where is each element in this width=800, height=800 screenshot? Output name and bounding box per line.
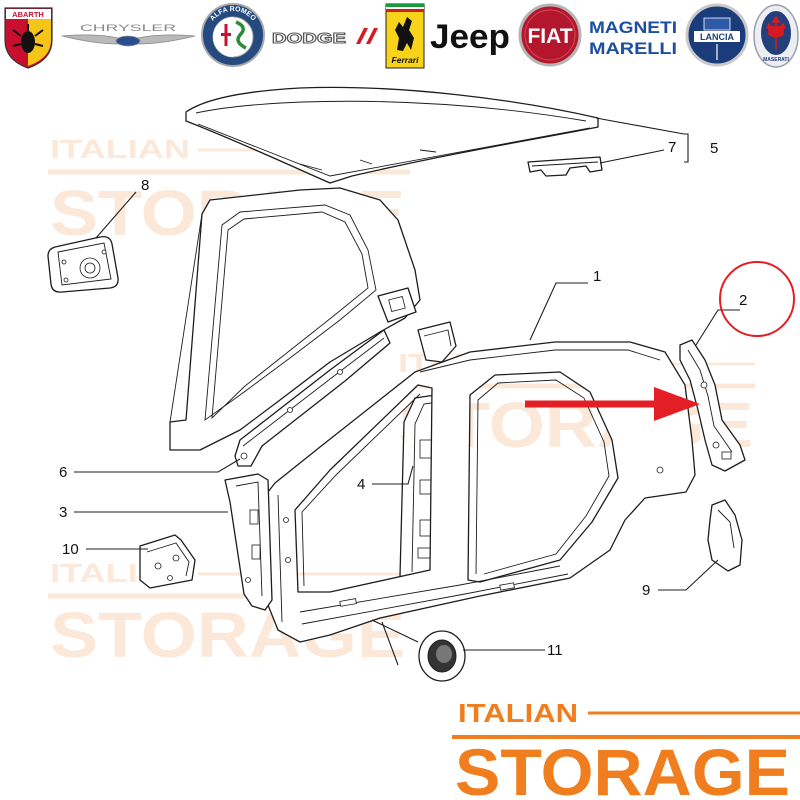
red-arrow-icon bbox=[525, 387, 700, 421]
body-side-outer-panel bbox=[265, 341, 696, 643]
callout-6: 6 bbox=[59, 464, 67, 481]
wheel-arch-cover bbox=[707, 499, 743, 572]
maserati-wordmark: MASERATI bbox=[763, 57, 789, 63]
scorpion-icon bbox=[21, 31, 35, 53]
callout-7: 7 bbox=[668, 139, 676, 156]
magneti-marelli-wordmark-line2: MARELLI bbox=[589, 39, 677, 58]
logo-line2: STORAGE bbox=[455, 735, 790, 800]
italian-storage-logo: ITALIAN STORAGE bbox=[452, 698, 800, 800]
chrysler-logo: CHRYSLER bbox=[61, 23, 196, 47]
callout-10: 10 bbox=[62, 541, 79, 558]
serpent-icon bbox=[235, 20, 247, 50]
callout-9: 9 bbox=[642, 582, 650, 599]
callout-1: 1 bbox=[593, 268, 601, 285]
alfa-romeo-logo: ALFA ROMEO bbox=[201, 3, 265, 67]
fuel-filler-door bbox=[47, 236, 119, 293]
callout-11: 11 bbox=[547, 642, 563, 659]
stripes-icon bbox=[356, 28, 378, 44]
callout-labels: 1 2 3 4 5 6 7 8 9 10 11 bbox=[59, 139, 747, 659]
callout-4: 4 bbox=[357, 476, 365, 493]
upper-pillar-piece bbox=[417, 321, 457, 363]
lancia-logo: LANCIA bbox=[685, 3, 749, 67]
leader-line-8 bbox=[95, 191, 137, 239]
roof-panel bbox=[185, 86, 599, 184]
dodge-wordmark: DODGE bbox=[272, 30, 346, 47]
jeep-logo: Jeep bbox=[430, 18, 510, 56]
front-pillar-lower bbox=[224, 473, 273, 611]
highlight-circle-icon bbox=[719, 261, 795, 337]
leader-line-9 bbox=[658, 559, 719, 591]
abarth-wordmark: ABARTH bbox=[12, 10, 44, 19]
maserati-logo: MASERATI bbox=[753, 4, 799, 68]
leader-line-5 bbox=[595, 117, 689, 163]
pillar-reinforcement-strip bbox=[234, 329, 391, 467]
jeep-wordmark: Jeep bbox=[430, 18, 510, 56]
leader-line-2 bbox=[695, 309, 740, 346]
grommet-plug bbox=[418, 630, 466, 682]
leader-line-4 bbox=[372, 465, 414, 485]
leader-line-1 bbox=[529, 282, 588, 341]
ferrari-wordmark: Ferrari bbox=[392, 55, 420, 65]
lancia-wordmark: LANCIA bbox=[700, 32, 734, 42]
leader-line-7 bbox=[599, 149, 665, 164]
fiat-logo: FIAT bbox=[518, 3, 582, 67]
brand-logo-strip: ABARTH CHRYSLER ALFA ROMEO DODGE bbox=[4, 3, 799, 69]
callout-3: 3 bbox=[59, 504, 67, 521]
leader-lines bbox=[74, 117, 740, 666]
leader-line-sill bbox=[371, 619, 419, 666]
magneti-marelli-wordmark-line1: MAGNETI bbox=[589, 18, 677, 37]
watermark-line1: ITALIAN bbox=[50, 134, 190, 164]
callout-5: 5 bbox=[710, 140, 718, 157]
dodge-logo: DODGE bbox=[272, 28, 378, 48]
abarth-logo: ABARTH bbox=[4, 7, 53, 69]
trident-icon bbox=[765, 15, 787, 50]
mounting-bracket bbox=[139, 534, 196, 589]
rear-wheel-arch-reinforcement bbox=[679, 339, 746, 472]
ferrari-logo: Ferrari bbox=[385, 3, 425, 69]
chrysler-wordmark: CHRYSLER bbox=[80, 23, 177, 33]
logo-line1: ITALIAN bbox=[458, 698, 578, 728]
magneti-marelli-logo: MAGNETI MARELLI bbox=[589, 18, 677, 58]
fiat-wordmark: FIAT bbox=[527, 25, 572, 48]
leader-line-6 bbox=[74, 458, 241, 473]
prancing-horse-icon bbox=[395, 17, 414, 51]
inner-quarter-panel bbox=[169, 187, 421, 451]
callout-2: 2 bbox=[739, 292, 747, 309]
callout-8: 8 bbox=[141, 177, 149, 194]
roof-rail-bracket bbox=[527, 156, 603, 177]
